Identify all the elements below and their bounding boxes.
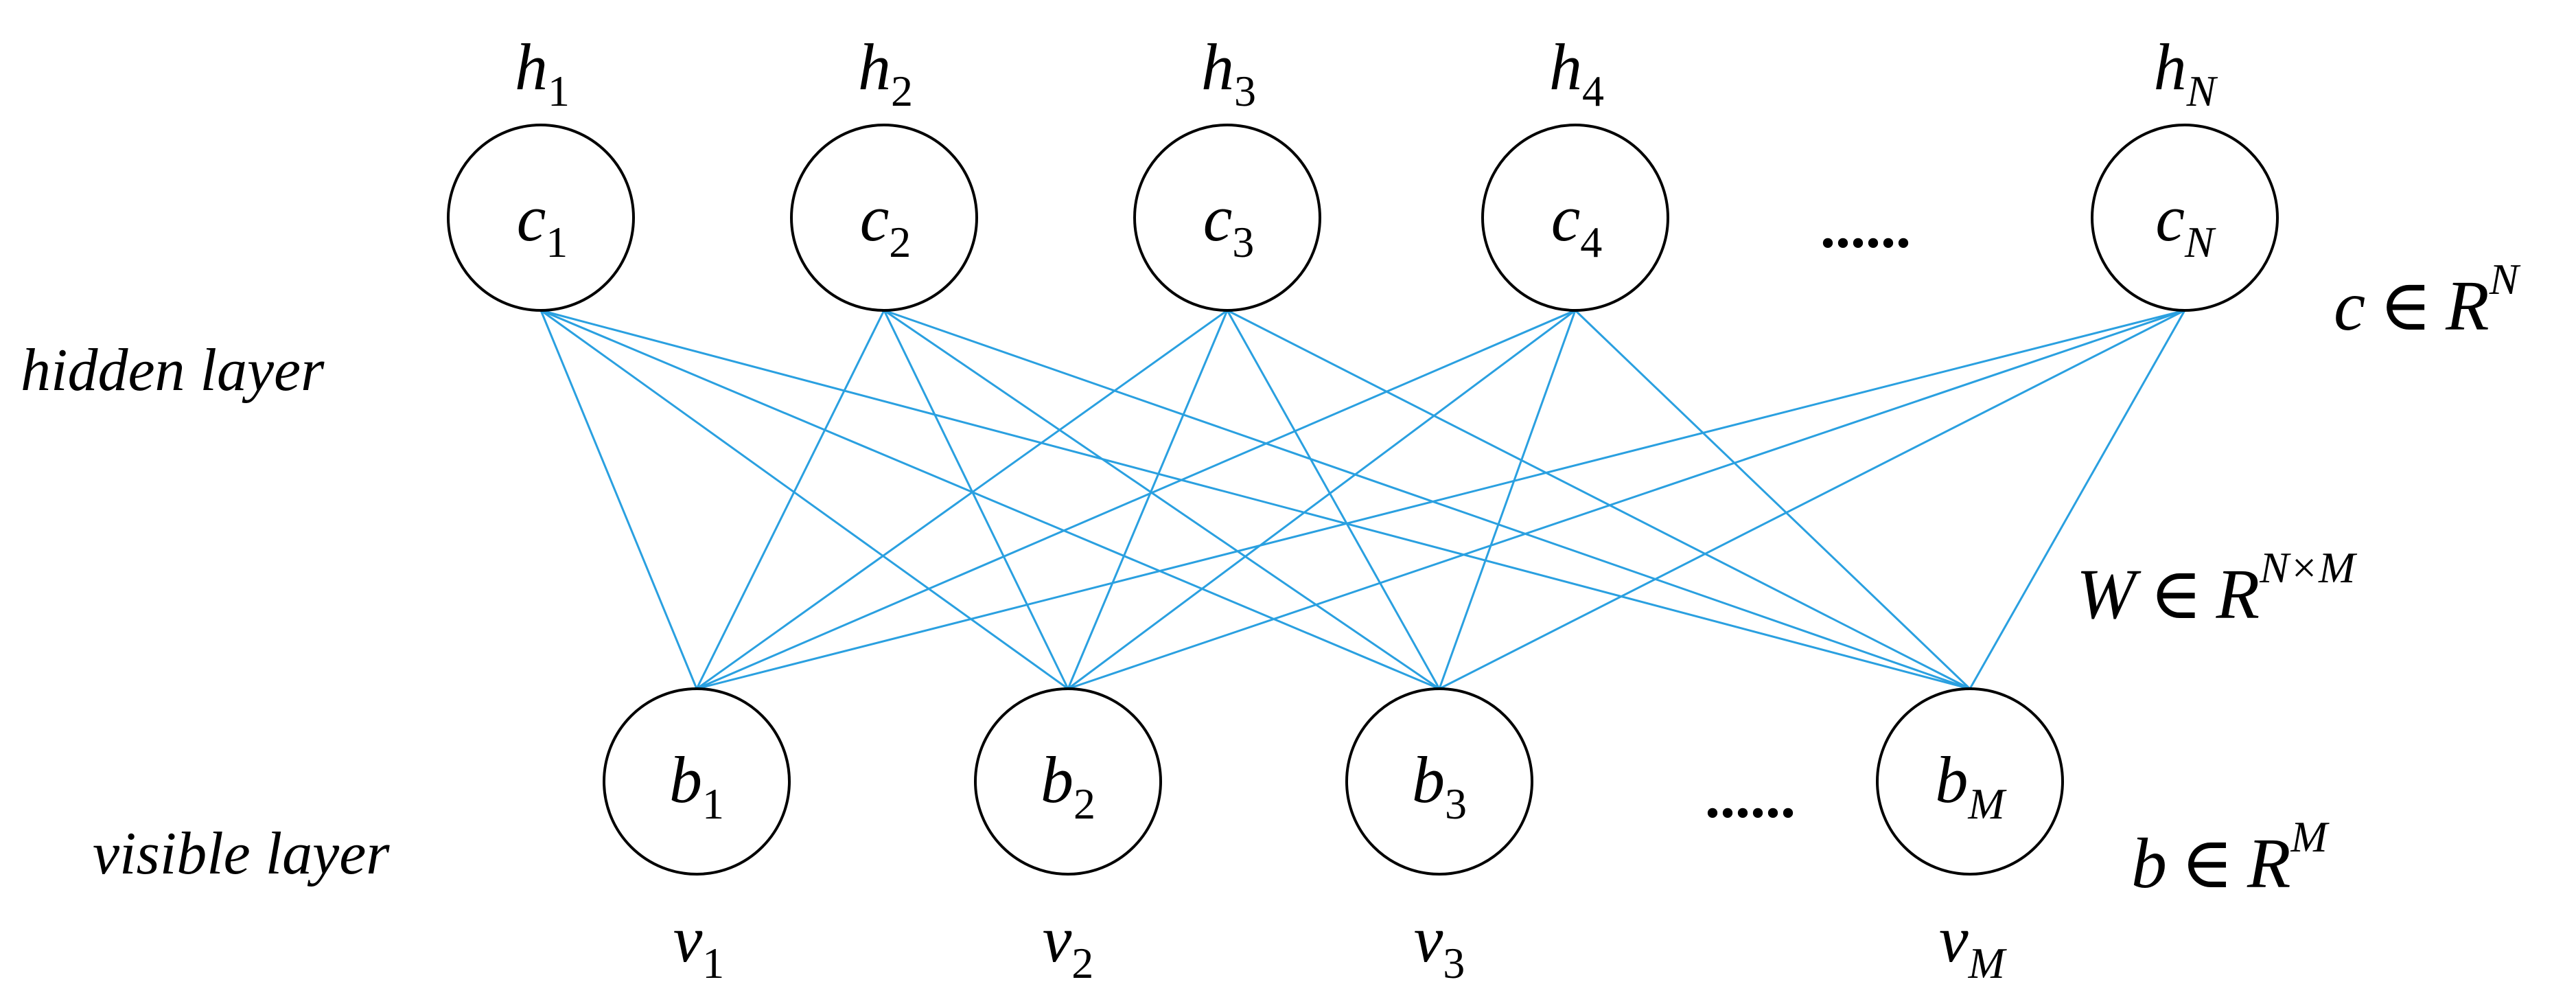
edge-h3-v3 (1226, 310, 1441, 689)
hidden-state-label: h3 (1201, 30, 1256, 115)
visible-state-label: vM (1939, 902, 2008, 987)
hidden-state-label: h4 (1549, 30, 1604, 115)
visible-state-label: v1 (673, 902, 725, 987)
visible-node-3: b3 v3 (1345, 687, 1533, 987)
hidden-bias-label: c3 (1203, 181, 1255, 266)
edge-h1-v2 (540, 309, 1069, 690)
edge-h3-v1 (696, 309, 1228, 690)
edge-h1-v4 (540, 309, 1971, 690)
hidden-node-1: c1 h1 (447, 30, 635, 312)
edge-h5-v2 (1067, 309, 2185, 690)
hidden-node-circle (1481, 124, 1669, 312)
edge-h1-v1 (539, 310, 698, 689)
visible-node-m: bM vM (1876, 687, 2064, 987)
hidden-bias-label: c1 (517, 181, 568, 266)
visible-node-1: b1 v1 (603, 687, 791, 987)
edge-h2-v1 (695, 310, 885, 689)
visible-state-label: v3 (1414, 902, 1465, 987)
hidden-bias-label: c4 (1551, 181, 1603, 266)
visible-node-circle (603, 687, 791, 876)
hidden-layer-label: hidden layer (21, 337, 325, 404)
connection-edges (539, 309, 2186, 690)
hidden-state-label: hN (2154, 30, 2218, 115)
visible-bias-formula: b∈RM (2131, 812, 2330, 903)
edge-h4-v3 (1438, 310, 1577, 689)
visible-node-2: b2 v2 (974, 687, 1162, 987)
edge-h2-v3 (883, 309, 1440, 690)
visible-bias-label: b1 (669, 743, 724, 828)
hidden-node-n: cN hN (2091, 30, 2279, 312)
hidden-bias-label: cN (2155, 181, 2216, 266)
visible-node-circle (1876, 687, 2064, 876)
hidden-bias-formula: c∈RN (2334, 255, 2521, 345)
hidden-state-label: h1 (515, 30, 570, 115)
hidden-node-4: c4 h4 (1481, 30, 1669, 312)
visible-ellipsis: ...... (1705, 764, 1796, 831)
visible-node-circle (1345, 687, 1533, 876)
edge-h3-v4 (1227, 309, 1971, 690)
visible-bias-label: bM (1935, 743, 2007, 828)
edge-h5-v1 (696, 309, 2185, 690)
hidden-state-label: h2 (858, 30, 913, 115)
hidden-node-circle (2091, 124, 2279, 312)
weights-formula: W∈RN×M (2076, 543, 2358, 634)
hidden-ellipsis: ...... (1820, 194, 1911, 261)
hidden-node-3: c3 h3 (1133, 30, 1321, 312)
edge-h5-v3 (1439, 309, 2185, 690)
visible-state-label: v2 (1043, 902, 1094, 987)
edge-h4-v1 (696, 309, 1576, 690)
visible-bias-label: b2 (1041, 743, 1095, 828)
edge-h2-v2 (883, 310, 1069, 689)
visible-bias-label: b3 (1412, 743, 1467, 828)
edge-h5-v4 (1969, 310, 2186, 689)
edge-h4-v2 (1067, 309, 1576, 690)
hidden-bias-label: c2 (860, 181, 912, 266)
hidden-node-circle (1133, 124, 1321, 312)
edge-h1-v3 (540, 309, 1440, 690)
visible-layer-label: visible layer (93, 821, 390, 887)
hidden-node-circle (790, 124, 978, 312)
hidden-node-2: c2 h2 (790, 30, 978, 312)
edge-h4-v4 (1574, 309, 1971, 690)
hidden-node-circle (447, 124, 635, 312)
edge-h2-v4 (883, 309, 1971, 690)
edge-h3-v2 (1067, 310, 1229, 689)
visible-node-circle (974, 687, 1162, 876)
